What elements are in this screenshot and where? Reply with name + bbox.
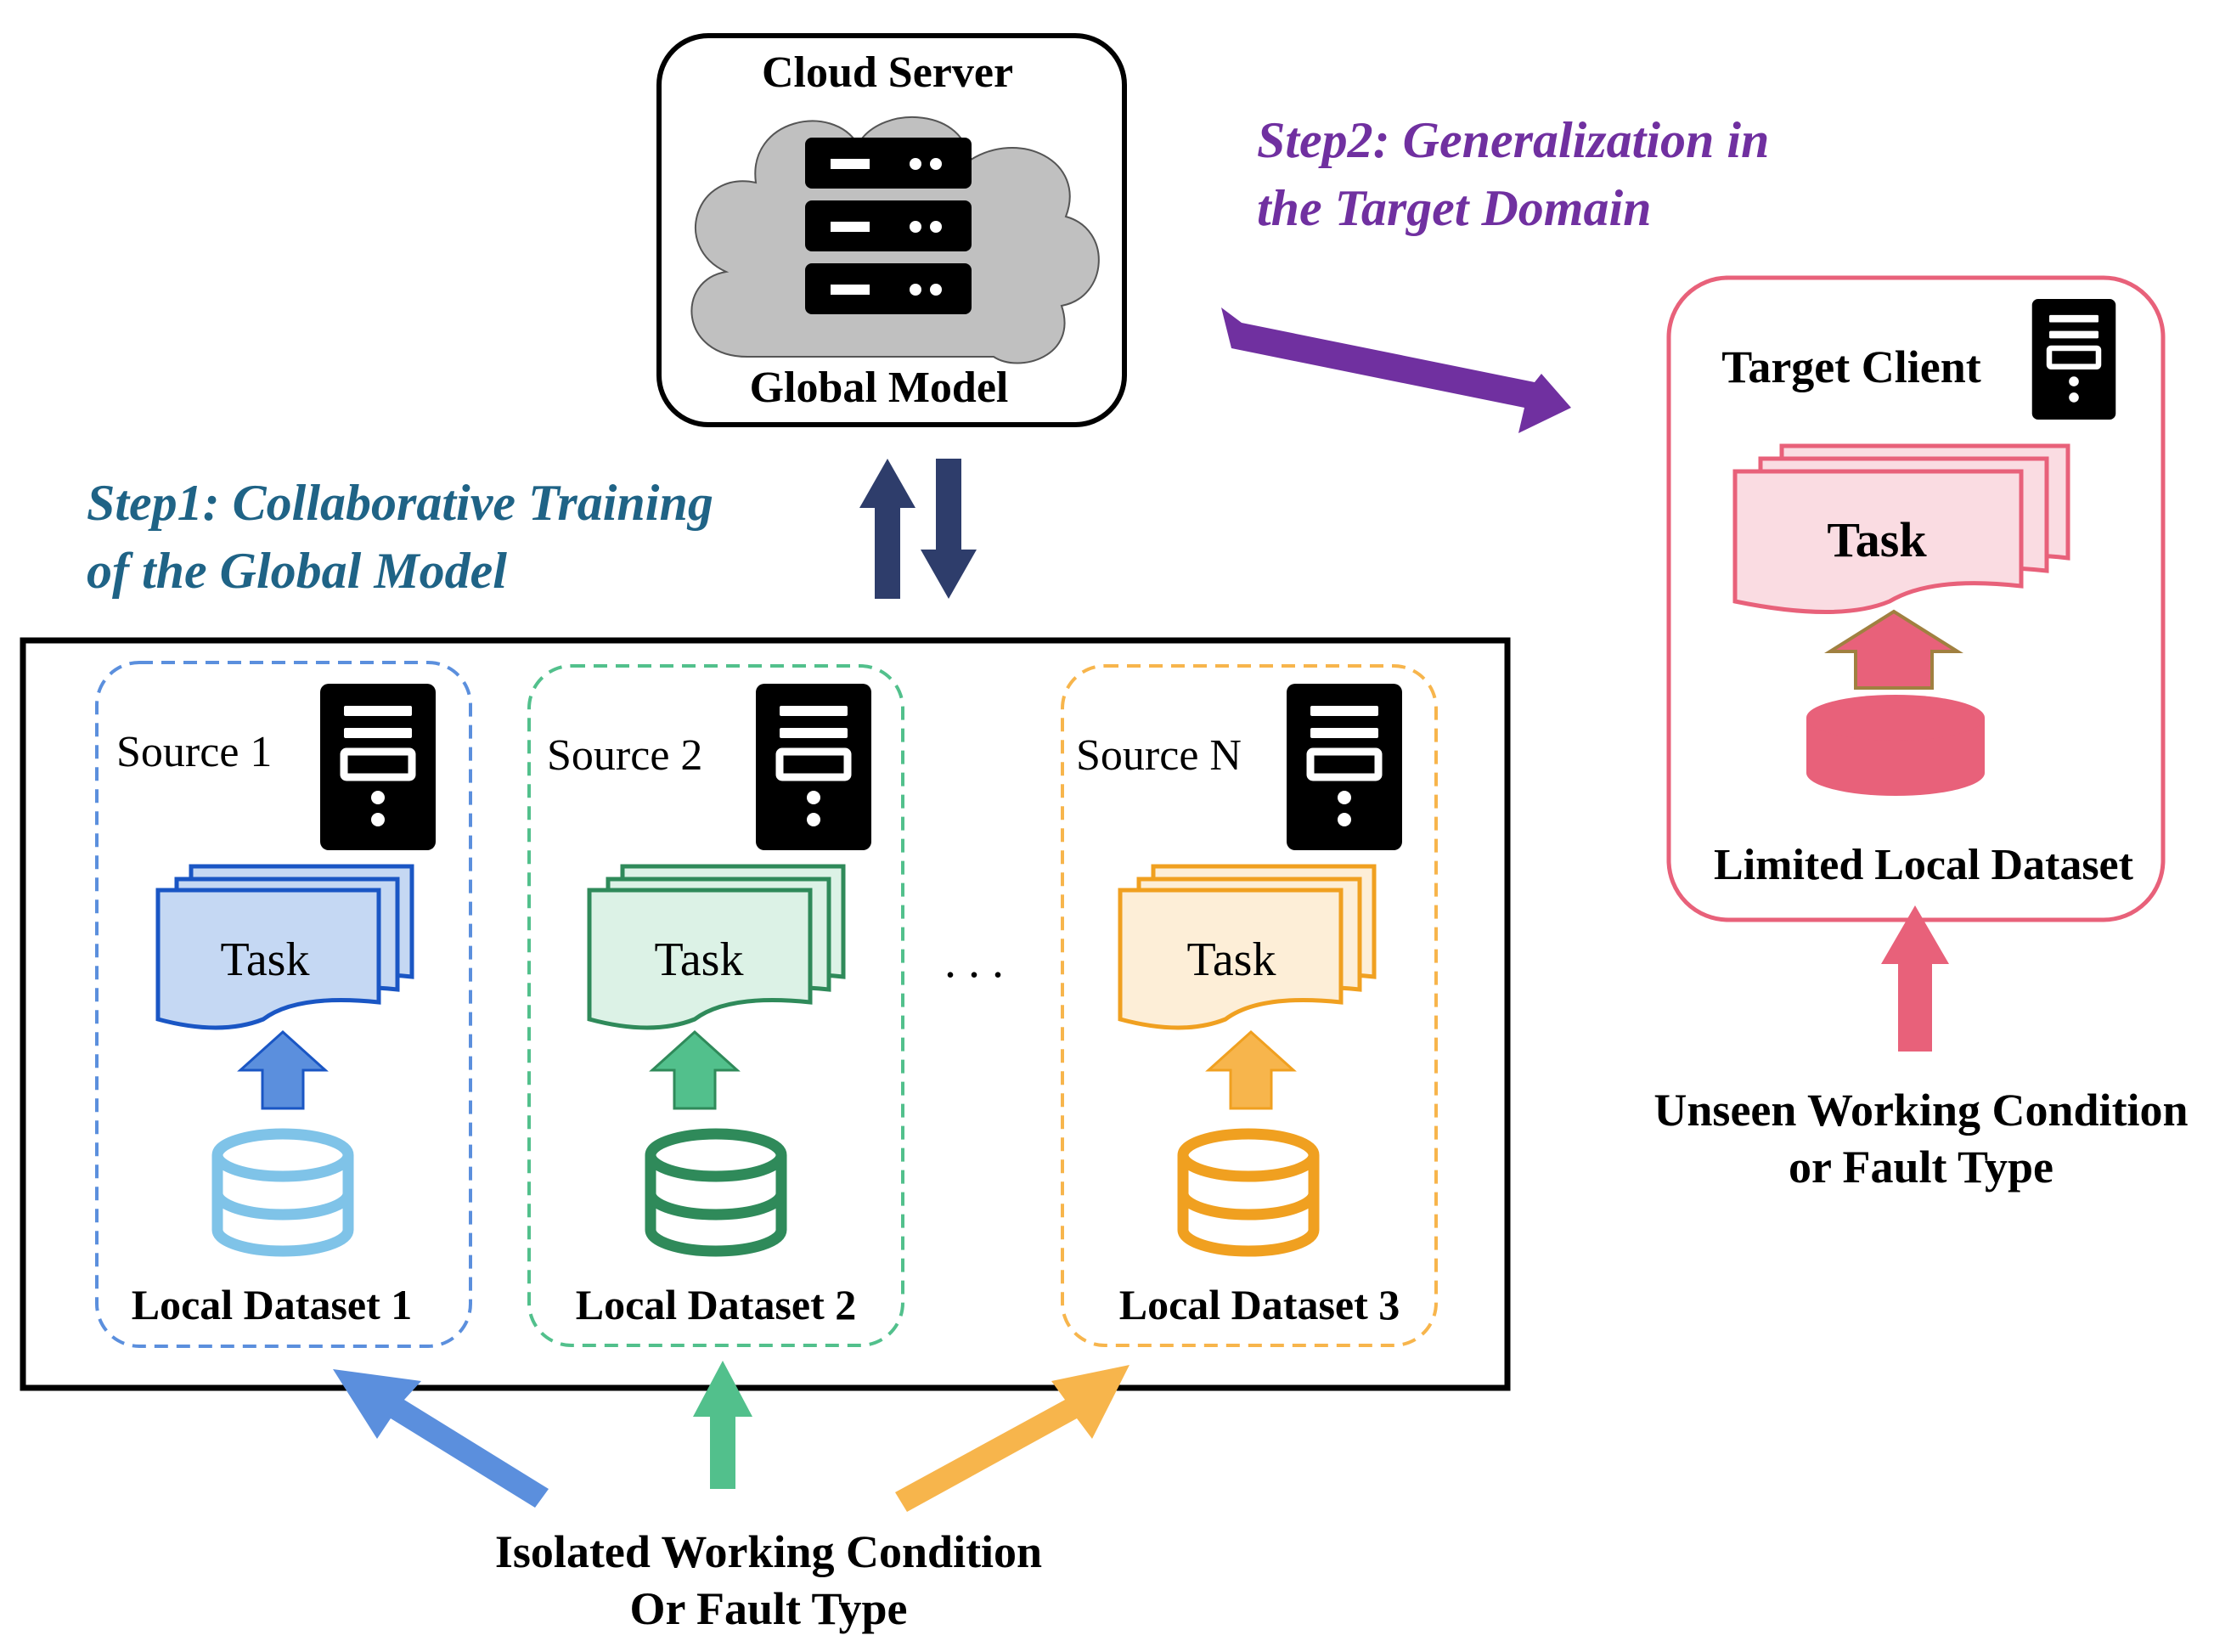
source-2-task-label: Task <box>655 933 744 986</box>
step2-line2: the Target Domain <box>1257 180 1652 236</box>
source-1-dataset-label: Local Dataset 1 <box>132 1281 413 1328</box>
source-n-task-label: Task <box>1187 933 1276 986</box>
step2-arrow <box>1221 307 1571 433</box>
source-1-label: Source 1 <box>116 728 272 776</box>
source-n-server-icon <box>1287 684 1402 850</box>
source-2-server-icon <box>756 684 871 850</box>
ellipsis: . . . <box>944 935 1004 988</box>
right-caption-line1: Unseen Working Condition <box>1653 1085 2188 1136</box>
source-n-client: Source N Task Local Dataset 3 <box>1061 664 1438 1347</box>
target-task-icon <box>1732 443 2070 614</box>
target-input-arrow <box>1881 905 1949 1052</box>
bottom-input-arrows <box>333 1361 1130 1512</box>
arrow-to-source-1 <box>333 1369 549 1508</box>
source-2-task-icon <box>587 864 846 1030</box>
source-n-up-arrow <box>1205 1029 1297 1110</box>
step2-line1: Step2: Generalization in <box>1257 112 1769 168</box>
download-arrow <box>921 459 977 599</box>
bottom-caption-line2: Or Fault Type <box>629 1583 907 1634</box>
source-2-label: Source 2 <box>547 731 702 780</box>
arrow-to-source-n <box>895 1365 1130 1512</box>
target-server-icon <box>2032 299 2116 420</box>
source-1-task-label: Task <box>221 933 310 986</box>
source-1-up-arrow <box>237 1029 329 1110</box>
target-database-icon <box>1806 695 1985 796</box>
step1-title: Step1: Collaborative Training of the Glo… <box>87 475 713 599</box>
server-rack-icon <box>805 138 972 314</box>
source-1-server-icon <box>320 684 436 850</box>
arrow-to-source-2 <box>693 1361 752 1489</box>
step1-line1: Step1: Collaborative Training <box>87 475 713 531</box>
source-n-task-icon <box>1118 864 1377 1030</box>
cloud-server-title: Cloud Server <box>762 48 1013 97</box>
source-1-database-icon <box>211 1128 354 1257</box>
target-client-title: Target Client <box>1721 341 1980 392</box>
target-up-arrow <box>1824 609 1963 690</box>
step2-title: Step2: Generalization in the Target Doma… <box>1257 112 1769 236</box>
source-2-up-arrow <box>649 1029 741 1110</box>
step1-line2: of the Global Model <box>87 543 507 599</box>
source-n-label: Source N <box>1076 731 1242 780</box>
clients-container <box>20 637 1511 1391</box>
source-2-dataset-label: Local Dataset 2 <box>576 1281 857 1328</box>
target-dataset-label: Limited Local Dataset <box>1714 841 2134 889</box>
source-1-task-icon <box>155 864 414 1030</box>
global-model-label: Global Model <box>750 364 1009 412</box>
source-2-database-icon <box>645 1128 787 1257</box>
source-2-client: Source 2 Task Local Dataset 2 <box>527 664 904 1347</box>
upload-arrow <box>859 459 915 599</box>
target-client: Target Client Task Limited Local Dataset <box>1666 275 2166 922</box>
target-task-label: Task <box>1827 512 1927 567</box>
source-n-database-icon <box>1177 1128 1320 1257</box>
cloud-server-box: Cloud Server Global Model <box>656 33 1127 427</box>
source-1-client: Source 1 Task Local Dataset 1 <box>95 661 472 1348</box>
bottom-caption-line1: Isolated Working Condition <box>495 1526 1042 1577</box>
right-caption-line2: or Fault Type <box>1789 1142 2053 1192</box>
source-n-dataset-label: Local Dataset 3 <box>1119 1281 1400 1328</box>
exchange-arrows <box>859 459 977 599</box>
